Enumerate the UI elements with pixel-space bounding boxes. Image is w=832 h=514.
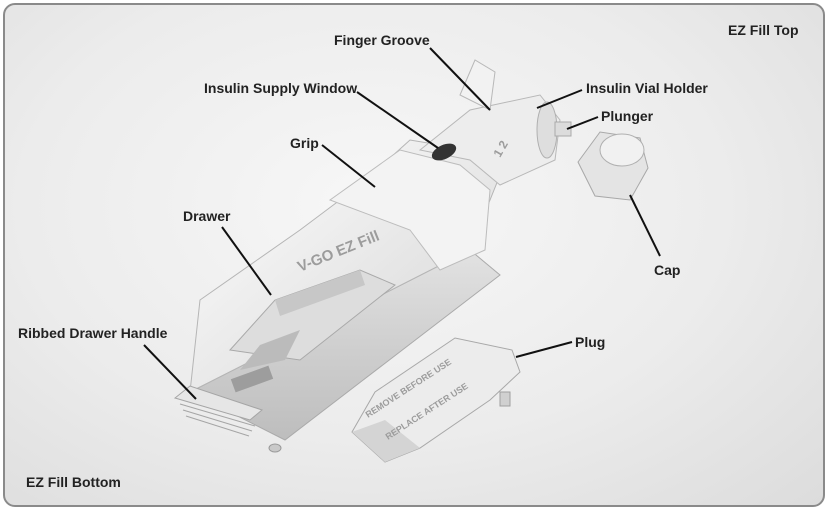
label-finger-groove: Finger Groove <box>334 32 430 48</box>
leader-grip <box>321 144 376 188</box>
label-drawer: Drawer <box>183 208 231 224</box>
leader-plug <box>515 341 573 358</box>
label-plug: Plug <box>575 334 605 350</box>
leader-insulin-vial-holder <box>536 89 583 109</box>
label-insulin-vial-holder: Insulin Vial Holder <box>586 80 708 96</box>
label-grip: Grip <box>290 135 319 151</box>
label-ribbed-drawer-handle: Ribbed Drawer Handle <box>18 325 168 341</box>
caption-ez-fill-bottom: EZ Fill Bottom <box>26 474 121 490</box>
cap-part <box>577 131 649 201</box>
leader-ribbed-drawer-handle <box>143 344 197 400</box>
leader-drawer <box>221 226 272 296</box>
ribbed-handle-ribs <box>173 385 264 437</box>
label-insulin-supply-window: Insulin Supply Window <box>204 80 357 96</box>
label-plunger: Plunger <box>601 108 654 124</box>
caption-ez-fill-top: EZ Fill Top <box>728 22 799 38</box>
label-cap: Cap <box>654 262 680 278</box>
leader-cap <box>629 194 661 257</box>
ez-fill-device: V-GO EZ Fill 1 2 <box>173 59 572 453</box>
leader-finger-groove <box>429 47 491 111</box>
leader-plunger <box>566 116 599 130</box>
leader-lines <box>143 47 661 400</box>
leader-insulin-supply-window <box>356 91 439 149</box>
